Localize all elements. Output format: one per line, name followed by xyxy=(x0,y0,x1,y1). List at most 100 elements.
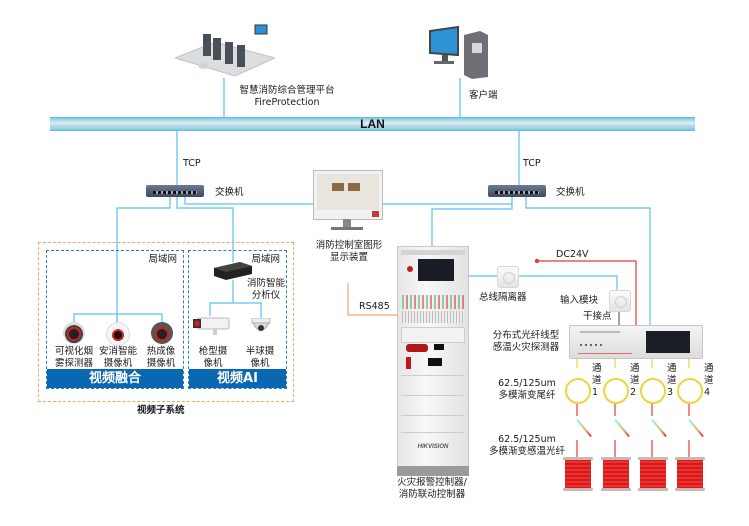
thermal-camera-icon[interactable] xyxy=(151,322,173,344)
dc24v-line xyxy=(537,260,637,325)
graphic-display-label: 消防控制室图形 显示装置 xyxy=(306,240,392,264)
pigtail-coil-icon xyxy=(640,378,666,404)
left-switch[interactable] xyxy=(146,185,204,197)
right-switch[interactable] xyxy=(488,185,546,197)
dry-contact-label: 干接点 xyxy=(583,311,612,322)
fusion-device-label: 安消智能 摄像机 xyxy=(93,346,143,370)
channel-char: 道 xyxy=(704,375,714,386)
channel-number: 3 xyxy=(667,387,674,398)
device-label-line2: 摄像机 xyxy=(103,358,133,369)
channel-number: 1 xyxy=(592,387,599,398)
channel-char: 道 xyxy=(667,375,677,386)
device-label-line2: 雾探测器 xyxy=(54,358,93,369)
device-label-line2: 像机 xyxy=(250,358,270,369)
channel-char: 通 xyxy=(592,363,602,374)
device-label-line2: 像机 xyxy=(203,358,223,369)
device-label-line1: 热成像 xyxy=(146,346,176,357)
fiber-temperature-detector[interactable] xyxy=(569,325,703,359)
bus-isolator-device[interactable] xyxy=(497,266,519,288)
channel-number: 2 xyxy=(630,387,637,398)
analyzer-label-line1: 消防智能 xyxy=(246,278,285,289)
workstation-icon xyxy=(429,25,488,79)
video-subsystem-group xyxy=(38,242,294,402)
isolator-label: 总线隔离器 xyxy=(479,292,527,303)
dc24v-label: DC24V xyxy=(556,249,589,260)
fire-alarm-controller-rack[interactable]: HIKVISION xyxy=(397,246,469,476)
device-label-line1: 半球摄 xyxy=(245,346,275,357)
fiber-spool-icon xyxy=(638,457,668,491)
hemisphere-camera-shape xyxy=(251,317,271,331)
controller-screen xyxy=(418,259,454,281)
dome-camera-icon[interactable] xyxy=(106,322,130,346)
switch-to-fusion-link xyxy=(116,197,171,340)
ai-device-label: 半球摄 像机 xyxy=(240,346,280,370)
switch-to-ai-link xyxy=(176,197,234,262)
client-workstation[interactable] xyxy=(428,25,492,79)
input-module-label: 输入模块 xyxy=(560,295,599,306)
red-handset-icon xyxy=(406,344,428,352)
device-label-line1: 安消智能 xyxy=(98,346,137,357)
pigtail-label-line1: 62.5/125um xyxy=(498,378,556,389)
switch-to-detector-link xyxy=(525,197,651,325)
left-tcp-label: TCP xyxy=(183,158,201,169)
right-tcp-label: TCP xyxy=(523,158,541,169)
channel-char: 通 xyxy=(667,363,677,374)
fusion-banner: 视频融合 xyxy=(47,369,183,388)
fiber-detector-label-line1: 分布式光纤线型 xyxy=(492,330,560,341)
channel-char: 通 xyxy=(630,363,640,374)
display-to-right-switch-link xyxy=(382,197,513,205)
channel-label: 通 道 1 xyxy=(592,363,602,399)
analyzer-icon xyxy=(214,262,252,280)
platform-label: 智慧消防综合管理平台 FireProtection xyxy=(232,85,342,109)
ai-lan-label: 局域网 xyxy=(251,254,280,265)
bus-line xyxy=(518,275,618,292)
hemisphere-camera-icon[interactable] xyxy=(250,317,272,336)
pigtail-label: 62.5/125um 多模渐变尾纤 xyxy=(490,378,564,402)
platform-server-cluster[interactable] xyxy=(173,20,277,78)
ai-device-label: 枪型摄 像机 xyxy=(193,346,233,370)
right-switch-label: 交换机 xyxy=(556,187,585,198)
channel-number: 4 xyxy=(704,387,711,398)
ai-banner: 视频AI xyxy=(189,369,286,388)
smart-analyzer-device[interactable] xyxy=(214,262,252,280)
smoke-detector-camera-icon[interactable] xyxy=(63,322,85,344)
pigtail-coil-icon xyxy=(565,378,591,404)
channel-char: 通 xyxy=(704,363,714,374)
platform-label-en: FireProtection xyxy=(254,97,320,108)
controller-label: 火灾报警控制器/ 消防联动控制器 xyxy=(384,477,480,501)
server-cluster-icon xyxy=(173,24,277,77)
sensing-fiber-label: 62.5/125um 多模渐变感温光纤 xyxy=(484,434,570,458)
fiber-spool-icon xyxy=(675,457,705,491)
controller-brand: HIKVISION xyxy=(417,444,449,450)
pigtail-coil-icon xyxy=(603,378,629,404)
switch-to-controller-link xyxy=(431,197,513,246)
analyzer-label: 消防智能 分析仪 xyxy=(244,278,288,302)
fusion-lan-label: 局域网 xyxy=(148,254,177,265)
fusion-device-label: 热成像 摄像机 xyxy=(140,346,182,370)
device-label-line2: 摄像机 xyxy=(146,358,176,369)
channel-label: 通 道 4 xyxy=(704,363,714,399)
detector-screen xyxy=(646,331,690,353)
device-label-line1: 可视化烟 xyxy=(54,346,93,357)
input-module-device[interactable] xyxy=(609,290,631,312)
switch-to-display-link xyxy=(184,197,315,205)
rs485-line xyxy=(347,283,397,316)
lan-label: LAN xyxy=(360,117,385,131)
graphic-display-label-line1: 消防控制室图形 xyxy=(315,240,383,251)
sensing-fiber-label-line1: 62.5/125um xyxy=(498,434,556,445)
sensing-fiber-label-line2: 多模渐变感温光纤 xyxy=(488,446,565,457)
device-label-line1: 枪型摄 xyxy=(198,346,228,357)
video-ai-group: 局域网 视频AI xyxy=(188,250,287,389)
monitor-screen xyxy=(313,170,383,220)
fiber-spool-icon xyxy=(563,457,593,491)
video-subsystem-title: 视频子系统 xyxy=(137,405,185,416)
platform-label-cn: 智慧消防综合管理平台 xyxy=(239,85,335,96)
fiber-detector-label-line2: 感温火灾探测器 xyxy=(492,342,560,353)
pigtail-label-line2: 多模渐变尾纤 xyxy=(498,390,556,401)
switch-ports-icon xyxy=(153,191,197,194)
bullet-camera-icon[interactable] xyxy=(193,316,231,336)
graphic-display-monitor[interactable] xyxy=(313,170,383,238)
fiber-detector-label: 分布式光纤线型 感温火灾探测器 xyxy=(482,330,570,354)
switch-ports-icon xyxy=(495,191,539,194)
fiber-spool-icon xyxy=(601,457,631,491)
